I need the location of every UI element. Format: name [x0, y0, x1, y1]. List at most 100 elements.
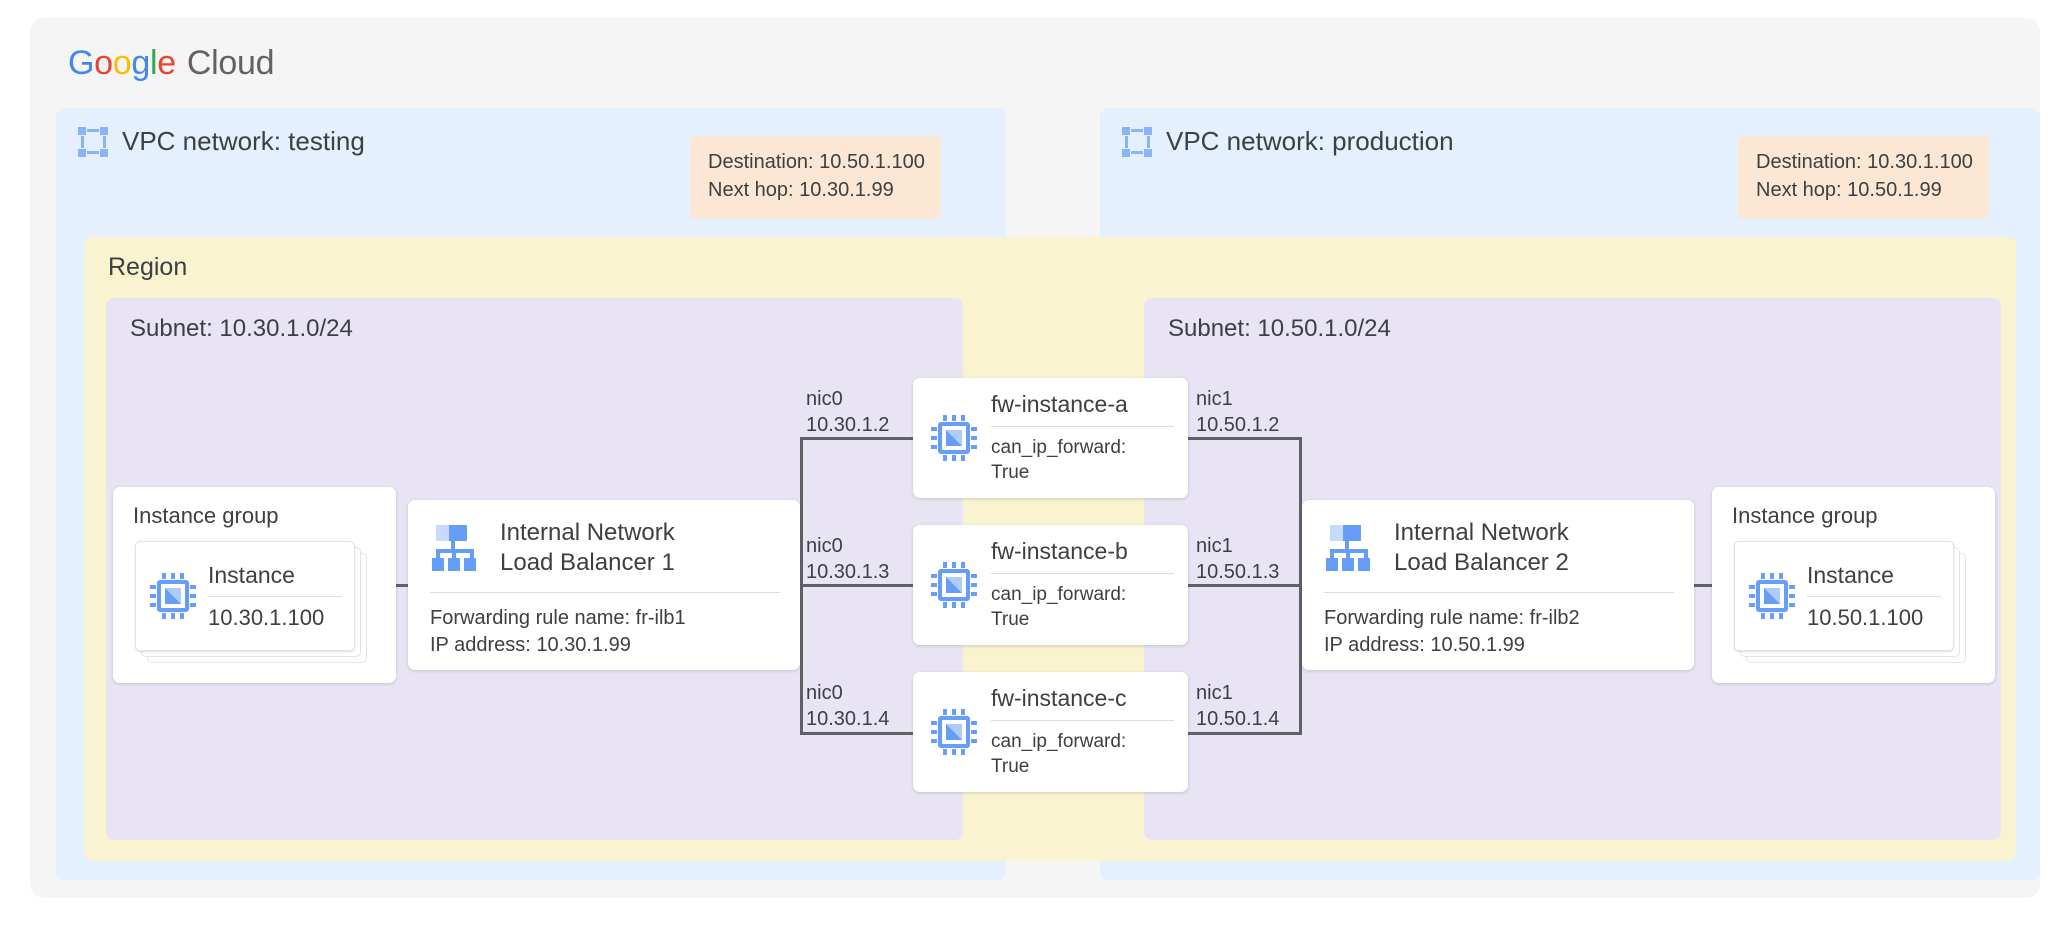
load-balancer-2-line2: Load Balancer 2 [1394, 548, 1569, 576]
instance-ip: 10.50.1.100 [1807, 604, 1924, 630]
firewall-instance-c-body: fw-instance-c can_ip_forward: True [991, 685, 1174, 779]
instance-card-body: Instance 10.50.1.100 [1807, 562, 1941, 631]
nic-name: nic1 [1196, 388, 1233, 410]
instance-group-title: Instance group [1732, 503, 1878, 528]
instance-stack: Instance 10.50.1.100 [1734, 541, 1966, 663]
nic-name: nic1 [1196, 535, 1233, 557]
divider [430, 591, 780, 593]
vpc-network-testing-header: VPC network: testing [78, 126, 365, 157]
connector-right-branch-a [1188, 437, 1302, 440]
subnet-label: Subnet: 10.30.1.0/24 [130, 315, 353, 342]
route-destination: Destination: 10.50.1.100 [708, 151, 925, 173]
firewall-instance-a-card: fw-instance-a can_ip_forward: True [913, 378, 1188, 498]
instance-chip-icon [931, 709, 977, 755]
load-balancer-icon [1324, 524, 1376, 571]
nic-ip: 10.50.1.3 [1196, 561, 1280, 583]
nic0-label-fw-b: nic0 10.30.1.3 [806, 533, 889, 585]
instance-card: Instance 10.30.1.100 [135, 541, 355, 651]
can-ip-forward-value: True [991, 608, 1030, 630]
instance-ip: 10.30.1.100 [208, 604, 325, 630]
connector-left-trunk [800, 437, 803, 735]
connector-lb-left-stub [800, 584, 914, 587]
instance-chip-icon [1749, 573, 1795, 619]
route-next-hop: Next hop: 10.30.1.99 [708, 179, 894, 202]
load-balancer-1-line1: Internal Network [500, 519, 675, 546]
nic-ip: 10.50.1.4 [1196, 708, 1280, 730]
instance-group-left: Instance group [113, 487, 396, 683]
route-callout-production: Destination: 10.30.1.100 Next hop: 10.50… [1738, 136, 1989, 219]
load-balancer-2-ip-address: IP address: 10.50.1.99 [1324, 633, 1525, 656]
vpc-network-production-header: VPC network: production [1122, 126, 1454, 157]
nic1-label-fw-b: nic1 10.50.1.3 [1196, 533, 1279, 585]
vpc-network-testing-title: VPC network: testing [122, 126, 365, 156]
logo-letter-g: G [68, 44, 95, 82]
instance-card-body: Instance 10.30.1.100 [208, 562, 342, 631]
logo-letter-g2: g [131, 44, 150, 82]
can-ip-forward-value: True [991, 755, 1030, 777]
logo-letter-o1: o [94, 44, 113, 82]
google-cloud-logo: Google Cloud [68, 44, 275, 83]
instance-label: Instance [208, 561, 295, 588]
nic-ip: 10.50.1.2 [1196, 414, 1280, 436]
instance-chip-icon [931, 415, 977, 461]
region-label: Region [108, 253, 188, 281]
firewall-instance-c-card: fw-instance-c can_ip_forward: True [913, 672, 1188, 792]
nic-ip: 10.30.1.4 [806, 708, 890, 730]
load-balancer-1-forwarding-rule: Forwarding rule name: fr-ilb1 [430, 606, 686, 629]
firewall-instance-a-body: fw-instance-a can_ip_forward: True [991, 391, 1174, 485]
divider [1324, 591, 1674, 593]
instance-label: Instance [1807, 561, 1894, 588]
nic-ip: 10.30.1.3 [806, 561, 890, 583]
load-balancer-2-forwarding-rule: Forwarding rule name: fr-ilb2 [1324, 606, 1580, 629]
logo-word-cloud: Cloud [186, 44, 275, 82]
nic0-label-fw-c: nic0 10.30.1.4 [806, 680, 889, 732]
divider [208, 595, 342, 597]
instance-group-title: Instance group [133, 503, 279, 528]
can-ip-forward-key: can_ip_forward: [991, 437, 1127, 459]
load-balancer-1-card: Internal Network Load Balancer 1 Forward… [408, 500, 800, 670]
divider [991, 426, 1174, 428]
instance-group-right: Instance group [1712, 487, 1995, 683]
load-balancer-2-card: Internal Network Load Balancer 2 Forward… [1302, 500, 1694, 670]
connector-right-branch-c [1188, 732, 1302, 735]
nic1-label-fw-c: nic1 10.50.1.4 [1196, 680, 1279, 732]
logo-letter-o2: o [112, 44, 132, 82]
nic-name: nic1 [1196, 682, 1233, 704]
can-ip-forward-value: True [991, 461, 1030, 483]
logo-letter-l: l [149, 44, 158, 82]
load-balancer-2-header: Internal Network Load Balancer 2 [1324, 518, 1674, 578]
connector-left-branch-c [800, 732, 914, 735]
nic1-label-fw-a: nic1 10.50.1.2 [1196, 386, 1279, 438]
instance-chip-icon [931, 562, 977, 608]
load-balancer-1-ip-address: IP address: 10.30.1.99 [430, 633, 631, 656]
vpc-network-icon [1122, 126, 1152, 157]
load-balancer-1-header: Internal Network Load Balancer 1 [430, 518, 780, 578]
firewall-instance-c-name: fw-instance-c [991, 685, 1127, 712]
route-callout-testing: Destination: 10.50.1.100 Next hop: 10.30… [690, 136, 941, 219]
divider [991, 720, 1174, 722]
load-balancer-2-title: Internal Network Load Balancer 2 [1394, 518, 1569, 578]
firewall-instance-b-body: fw-instance-b can_ip_forward: True [991, 538, 1174, 632]
subnet-label: Subnet: 10.50.1.0/24 [1168, 315, 1391, 342]
nic-name: nic0 [806, 535, 843, 557]
logo-letter-e: e [157, 44, 176, 82]
load-balancer-1-line2: Load Balancer 1 [500, 548, 675, 576]
connector-left-branch-a [800, 437, 914, 440]
instance-chip-icon [150, 573, 196, 619]
nic0-label-fw-a: nic0 10.30.1.2 [806, 386, 889, 438]
route-destination: Destination: 10.30.1.100 [1756, 151, 1973, 173]
vpc-network-icon [78, 126, 108, 157]
can-ip-forward-key: can_ip_forward: [991, 731, 1127, 753]
connector-lb-to-ig-right [1694, 584, 1712, 587]
nic-ip: 10.30.1.2 [806, 414, 890, 436]
connector-lb-right-stub [1188, 584, 1302, 587]
load-balancer-1-title: Internal Network Load Balancer 1 [500, 518, 675, 578]
nic-name: nic0 [806, 388, 843, 410]
connector-ig-to-lb-left [396, 584, 410, 587]
firewall-instance-b-card: fw-instance-b can_ip_forward: True [913, 525, 1188, 645]
vpc-network-production-title: VPC network: production [1166, 126, 1454, 156]
divider [991, 573, 1174, 575]
instance-card: Instance 10.50.1.100 [1734, 541, 1954, 651]
firewall-instance-a-name: fw-instance-a [991, 391, 1128, 418]
